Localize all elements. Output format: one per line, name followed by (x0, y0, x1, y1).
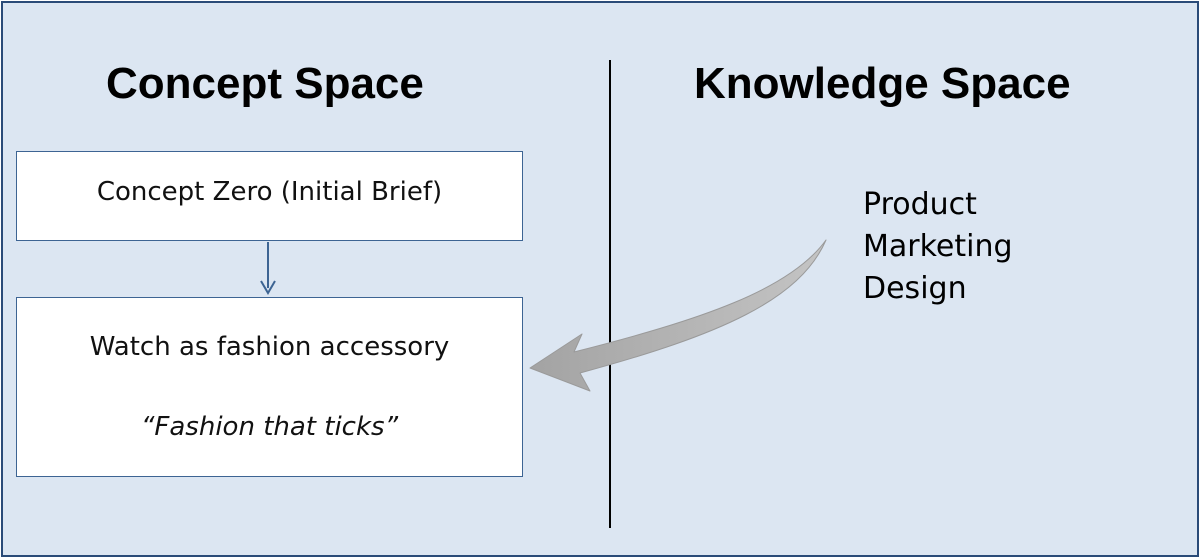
knowledge-item-marketing: Marketing (863, 229, 1013, 264)
concept-space-heading: Concept Space (106, 59, 424, 108)
knowledge-item-design: Design (863, 271, 967, 306)
fashion-tagline: “Fashion that ticks” (140, 412, 399, 442)
concept-zero-label: Concept Zero (Initial Brief) (96, 177, 443, 207)
knowledge-item-product: Product (863, 187, 977, 222)
fashion-accessory-box: Watch as fashion accessory “Fashion that… (16, 297, 523, 477)
fashion-accessory-label: Watch as fashion accessory (89, 332, 450, 362)
knowledge-space-heading: Knowledge Space (694, 59, 1071, 108)
concept-zero-box: Concept Zero (Initial Brief) (16, 151, 523, 241)
knowledge-items-list: Product Marketing Design (863, 184, 1013, 310)
space-divider (609, 60, 611, 528)
